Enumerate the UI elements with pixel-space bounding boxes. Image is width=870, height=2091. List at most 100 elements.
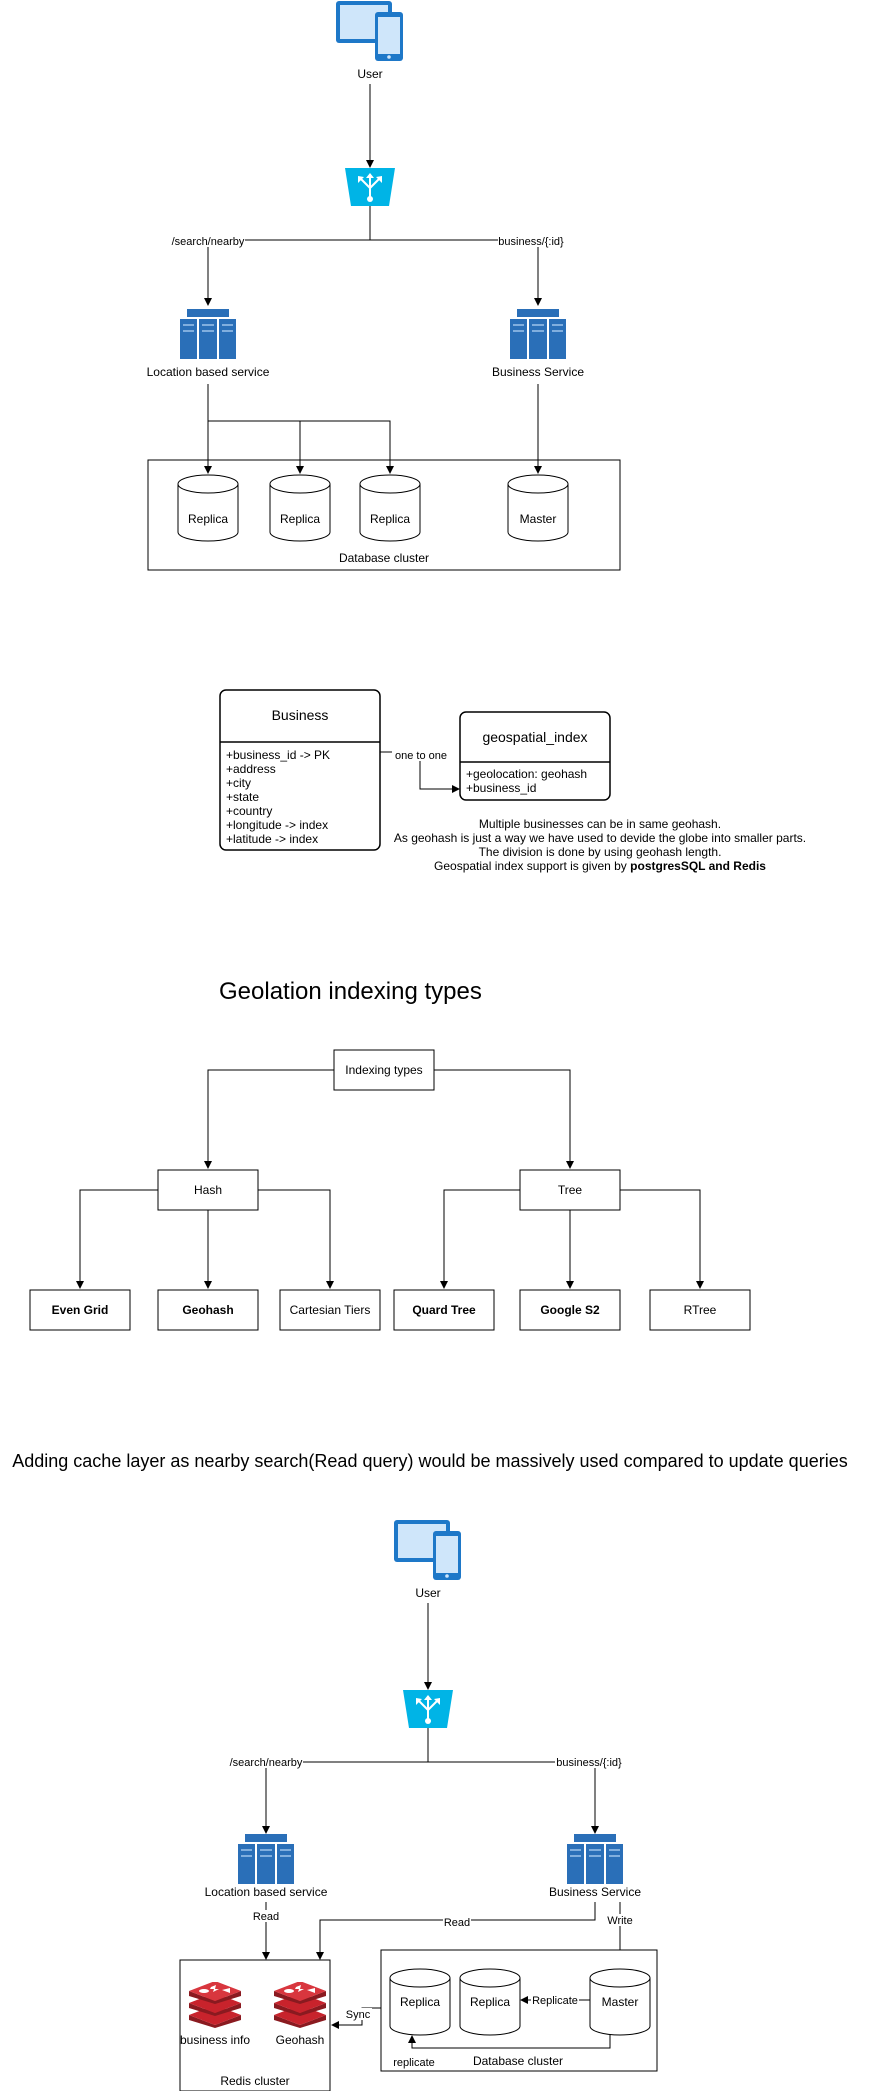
route-search-label: /search/nearby	[172, 236, 245, 248]
route-search-bg	[228, 1756, 303, 1768]
leaf-node-label: Google S2	[540, 1303, 600, 1317]
indexing-types-tree: Geolation indexing types Indexing types …	[29, 978, 751, 1331]
leaf-node-label: RTree	[684, 1303, 717, 1317]
business-field: +latitude -> index	[226, 832, 318, 846]
replicate-label-bg	[531, 1994, 579, 2006]
note-last-bold: postgresSQL and Redis	[630, 859, 766, 873]
user-device-icon	[336, 1, 403, 61]
note-line: The division is done by using geohash le…	[479, 845, 722, 859]
leaf-node	[157, 1289, 259, 1331]
master-cylinder: Master	[589, 1968, 651, 2036]
business-field: +country	[226, 804, 272, 818]
business-service-label: Business Service	[549, 1885, 641, 1899]
root-to-hash-arrow	[204, 1069, 334, 1169]
geo-entity-title: geospatial_index	[482, 729, 587, 745]
tree-to-quadtree-arrow	[440, 1189, 520, 1289]
geo-field: +business_id	[466, 781, 536, 795]
gateway-to-lbs-arrow	[204, 206, 371, 306]
svg-text:Replica: Replica	[470, 1995, 510, 2009]
leaf-node-label: Quard Tree	[412, 1303, 476, 1317]
hash-to-cartesian-arrow	[258, 1189, 334, 1289]
leaf-node-label: Cartesian Tiers	[290, 1303, 371, 1317]
read-label-bg	[252, 1910, 280, 1922]
replica-cylinder: Replica	[459, 1968, 521, 2036]
lbs-label: Location based service	[147, 365, 270, 379]
business-field: +address	[226, 762, 276, 776]
lbs-to-replica3-arrow	[300, 420, 394, 474]
user-device-icon	[394, 1520, 461, 1580]
write-label: Write	[607, 1915, 632, 1927]
route-business-bg	[555, 1756, 625, 1768]
hash-node-label: Hash	[194, 1183, 222, 1197]
geohash-note: Multiple businesses can be in same geoha…	[394, 817, 806, 873]
business-entity: Business +business_id -> PK +address +ci…	[219, 689, 381, 851]
gateway-to-lbs-arrow	[262, 1728, 429, 1834]
route-search-label: /search/nearby	[230, 1757, 303, 1769]
diagram-basic-architecture: User /search/nearby business/{:id} Locat…	[147, 1, 621, 571]
note-line: Multiple businesses can be in same geoha…	[479, 817, 721, 831]
business-server-icon	[567, 1834, 623, 1884]
geo-field: +geolocation: geohash	[466, 767, 587, 781]
leaf-node	[393, 1289, 495, 1331]
root-to-tree-arrow	[434, 1069, 574, 1169]
gateway-to-business-arrow	[370, 239, 542, 306]
indexing-heading: Geolation indexing types	[219, 978, 482, 1005]
sync-label-bg	[344, 2008, 372, 2020]
business-entity-title: Business	[272, 707, 329, 723]
read-label-2-bg	[443, 1916, 471, 1928]
user-label: User	[415, 1586, 440, 1600]
replicate-label: Replicate	[532, 1995, 578, 2007]
tree-node	[519, 1169, 621, 1211]
leaf-node-label: Geohash	[182, 1303, 233, 1317]
read-label-2: Read	[444, 1917, 470, 1929]
svg-text:Replica: Replica	[188, 512, 228, 526]
root-node-label: Indexing types	[345, 1063, 422, 1077]
replica-cylinder: Replica	[269, 474, 331, 542]
hash-to-evengrid-arrow	[76, 1189, 158, 1289]
user-label: User	[357, 67, 382, 81]
cache-heading: Adding cache layer as nearby search(Read…	[12, 1451, 847, 1471]
master-cylinder: Master	[507, 474, 569, 542]
svg-text:Replica: Replica	[400, 1995, 440, 2009]
svg-text:Master: Master	[520, 512, 557, 526]
leaf-node	[279, 1289, 381, 1331]
note-line: As geohash is just a way we have used to…	[394, 831, 806, 845]
svg-text:Replica: Replica	[280, 512, 320, 526]
write-label-bg	[605, 1914, 635, 1926]
redis-cluster-label: Redis cluster	[220, 2074, 289, 2088]
tree-to-rtree-arrow	[620, 1189, 704, 1289]
note-line: Geospatial index support is given by pos…	[434, 859, 766, 873]
leaf-node	[29, 1289, 131, 1331]
read-label: Read	[253, 1911, 279, 1923]
redis-icon	[189, 1982, 241, 2028]
hash-node	[157, 1169, 259, 1211]
db-cluster-label: Database cluster	[339, 551, 429, 565]
redis-icon	[274, 1982, 326, 2028]
root-node	[333, 1049, 435, 1091]
schema-diagram: Business +business_id -> PK +address +ci…	[219, 689, 806, 873]
relation-label: one to one	[395, 750, 447, 762]
load-balancer-icon	[403, 1690, 453, 1728]
route-business-bg	[498, 235, 570, 247]
replica-cylinder: Replica	[177, 474, 239, 542]
leaf-node	[649, 1289, 751, 1331]
tree-node-label: Tree	[558, 1183, 583, 1197]
lbs-server-icon	[238, 1834, 294, 1884]
route-business-label: business/{:id}	[556, 1757, 622, 1769]
leaf-node-label: Even Grid	[52, 1303, 109, 1317]
gateway-to-business-arrow	[428, 1761, 599, 1834]
redis-item-label: business info	[180, 2033, 250, 2047]
route-business-label: business/{:id}	[498, 236, 564, 248]
relation-label-bg	[392, 749, 450, 761]
lbs-server-icon	[180, 309, 236, 359]
sync-label: Sync	[346, 2009, 371, 2021]
redis-item-label: Geohash	[276, 2033, 325, 2047]
replica-cylinder: Replica	[359, 474, 421, 542]
business-field: +business_id -> PK	[226, 748, 330, 762]
business-server-icon	[510, 309, 566, 359]
business-service-label: Business Service	[492, 365, 584, 379]
svg-text:Master: Master	[602, 1995, 639, 2009]
business-field: +city	[226, 776, 251, 790]
svg-text:Replica: Replica	[370, 512, 410, 526]
